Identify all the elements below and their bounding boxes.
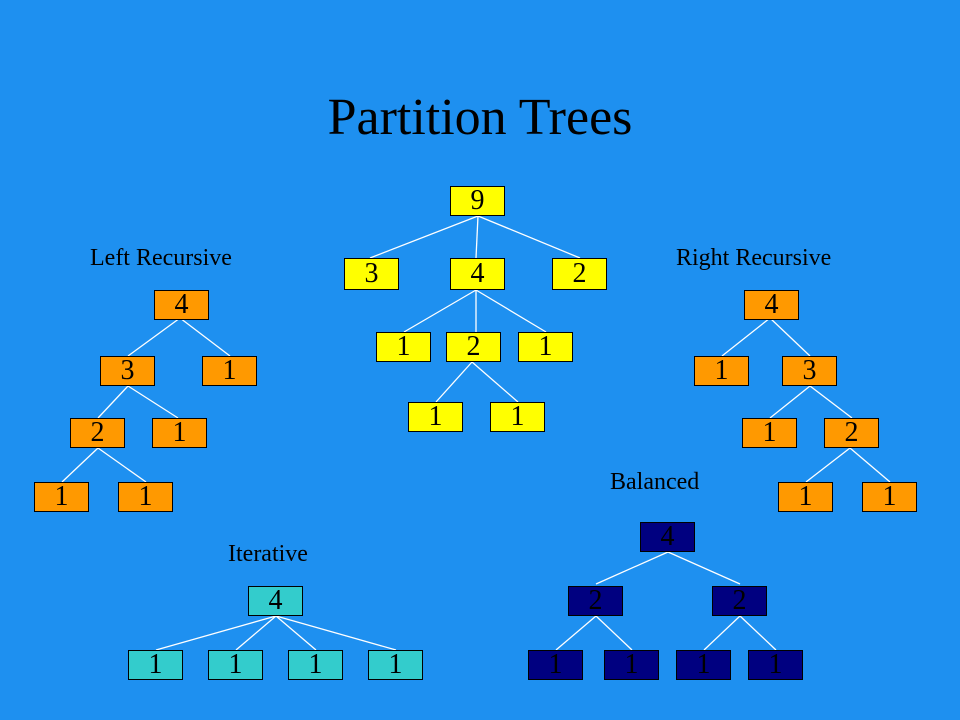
edge <box>809 385 853 419</box>
left-tree-root-node: 4 <box>154 290 209 320</box>
edge <box>721 317 771 357</box>
edge <box>703 615 741 651</box>
balanced-tree-leaf-node: 1 <box>676 650 731 680</box>
edge <box>739 615 777 651</box>
center-tree-root-node: 9 <box>450 186 505 216</box>
edge <box>477 215 581 259</box>
balanced-tree-root-node: 4 <box>640 522 695 552</box>
label-balanced: Balanced <box>610 469 700 495</box>
edge <box>97 385 129 419</box>
edge <box>667 551 741 585</box>
center-tree-node: 1 <box>376 332 431 362</box>
label-iterative: Iterative <box>228 541 308 567</box>
edge <box>369 215 479 259</box>
left-tree-node: 1 <box>202 356 257 386</box>
balanced-tree-leaf-node: 1 <box>528 650 583 680</box>
center-tree-leaf-node: 1 <box>490 402 545 432</box>
edge <box>61 447 99 483</box>
edge <box>275 615 397 651</box>
edge <box>435 361 473 403</box>
edge <box>155 615 277 651</box>
center-tree-node: 4 <box>450 258 505 290</box>
center-tree-leaf-node: 1 <box>408 402 463 432</box>
iterative-tree-leaf-node: 1 <box>208 650 263 680</box>
balanced-tree-leaf-node: 1 <box>604 650 659 680</box>
left-tree-node: 1 <box>152 418 207 448</box>
iterative-tree-leaf-node: 1 <box>368 650 423 680</box>
left-tree-node: 3 <box>100 356 155 386</box>
edge <box>475 289 547 333</box>
edge <box>127 385 179 419</box>
left-tree-node: 2 <box>70 418 125 448</box>
edge <box>595 615 633 651</box>
iterative-tree-root-node: 4 <box>248 586 303 616</box>
edge <box>127 317 181 357</box>
right-tree-leaf-node: 1 <box>778 482 833 512</box>
center-tree-node: 2 <box>446 332 501 362</box>
edge <box>769 317 811 357</box>
edge <box>769 385 811 419</box>
edge <box>471 361 519 403</box>
edge <box>805 447 851 483</box>
edge <box>555 615 597 651</box>
edge <box>179 317 231 357</box>
balanced-tree-leaf-node: 1 <box>748 650 803 680</box>
iterative-tree-leaf-node: 1 <box>288 650 343 680</box>
label-right-recursive: Right Recursive <box>676 245 832 271</box>
edge <box>235 615 277 651</box>
right-tree-node: 1 <box>694 356 749 386</box>
edge <box>475 215 479 259</box>
left-tree-leaf-node: 1 <box>118 482 173 512</box>
edge <box>595 551 669 585</box>
balanced-tree-node: 2 <box>712 586 767 616</box>
left-tree-leaf-node: 1 <box>34 482 89 512</box>
label-left-recursive: Left Recursive <box>90 245 232 271</box>
slide-title: Partition Trees <box>327 89 633 146</box>
balanced-tree-node: 2 <box>568 586 623 616</box>
edge <box>403 289 477 333</box>
center-tree-node: 1 <box>518 332 573 362</box>
edge <box>97 447 147 483</box>
iterative-tree-leaf-node: 1 <box>128 650 183 680</box>
right-tree-node: 1 <box>742 418 797 448</box>
right-tree-node: 3 <box>782 356 837 386</box>
right-tree-node: 2 <box>824 418 879 448</box>
center-tree-node: 3 <box>344 258 399 290</box>
edge <box>849 447 891 483</box>
right-tree-leaf-node: 1 <box>862 482 917 512</box>
right-tree-root-node: 4 <box>744 290 799 320</box>
edge <box>275 615 317 651</box>
center-tree-node: 2 <box>552 258 607 290</box>
